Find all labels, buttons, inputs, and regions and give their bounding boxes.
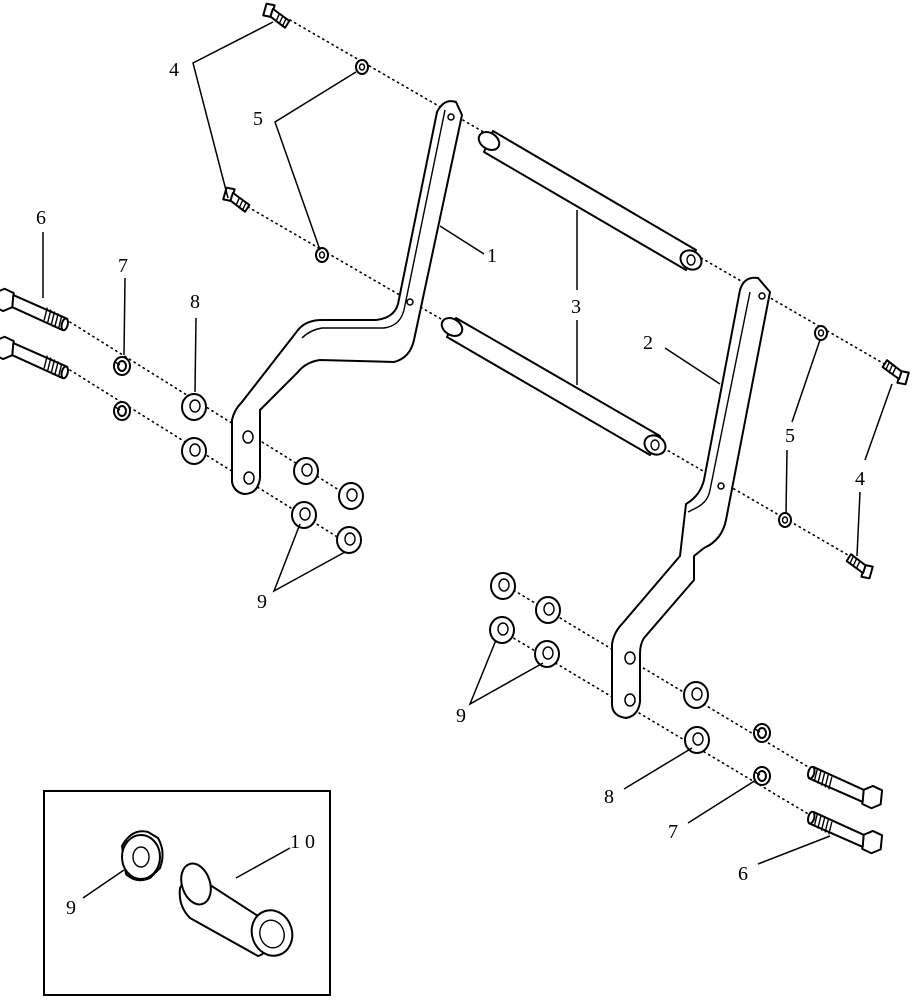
lockwasher-7-right-upper — [753, 723, 771, 743]
callout-labels: 1 2 3 4 4 5 5 6 6 7 7 8 8 9 9 9 1 0 — [36, 59, 865, 919]
inset-washer-9 — [121, 830, 164, 882]
rod-upper — [477, 130, 703, 271]
lockwasher-7-left-lower — [113, 401, 131, 421]
callout-8-left: 8 — [190, 291, 200, 313]
nut-5-right-upper — [814, 325, 828, 341]
hex-bolt-6-right-upper — [802, 765, 887, 812]
callout-3: 3 — [571, 296, 581, 318]
inset-detail — [43, 790, 331, 996]
callout-1: 1 — [487, 245, 497, 267]
bushing-9-left-c — [291, 501, 317, 529]
callout-9-left: 9 — [257, 591, 267, 613]
bracket-left — [231, 100, 463, 495]
cap-screw-4-right-upper — [878, 358, 913, 388]
callout-10-inset: 1 0 — [290, 831, 315, 853]
bushing-9-right-a — [490, 572, 516, 600]
lockwasher-7-left-upper — [113, 356, 131, 376]
leader-lines — [42, 21, 893, 865]
cap-screw-4-right-lower — [842, 552, 877, 582]
callout-5-upper-left: 5 — [253, 108, 263, 130]
hex-bolt-6-left-lower — [0, 333, 74, 380]
rod-lower — [440, 317, 667, 456]
hex-bolt-6-right-lower — [802, 810, 887, 857]
washer-8-right-lower — [684, 726, 710, 754]
callout-9-inset: 9 — [66, 897, 76, 919]
callout-5-right: 5 — [785, 425, 795, 447]
nut-5-upper — [355, 59, 369, 75]
inset-spacer-10 — [178, 862, 294, 957]
hex-bolt-6-left-upper — [0, 285, 74, 332]
bracket-right — [611, 276, 771, 719]
cap-screw-4-upper — [259, 0, 294, 30]
callout-6-right: 6 — [738, 863, 748, 885]
callout-7-right: 7 — [668, 821, 678, 843]
bushing-9-right-c — [489, 616, 515, 644]
callout-4-right: 4 — [855, 468, 865, 490]
callout-8-right: 8 — [604, 786, 614, 808]
callout-2: 2 — [643, 332, 653, 354]
washer-8-right-upper — [683, 681, 709, 709]
bushing-9-left-b — [338, 482, 364, 510]
bushing-9-left-d — [336, 526, 362, 554]
nut-5-lower — [315, 247, 329, 263]
lockwasher-7-right-lower — [753, 766, 771, 786]
callout-7-left: 7 — [118, 255, 128, 277]
callout-9-right: 9 — [456, 705, 466, 727]
washer-8-left-upper — [181, 393, 207, 421]
callout-4-upper-left: 4 — [169, 59, 179, 81]
nut-5-right-lower — [778, 512, 792, 528]
bushing-9-right-b — [535, 596, 561, 624]
washer-8-left-lower — [181, 437, 207, 465]
callout-6-left: 6 — [36, 207, 46, 229]
bushing-9-right-d — [534, 640, 560, 668]
bushing-9-left-a — [293, 457, 319, 485]
